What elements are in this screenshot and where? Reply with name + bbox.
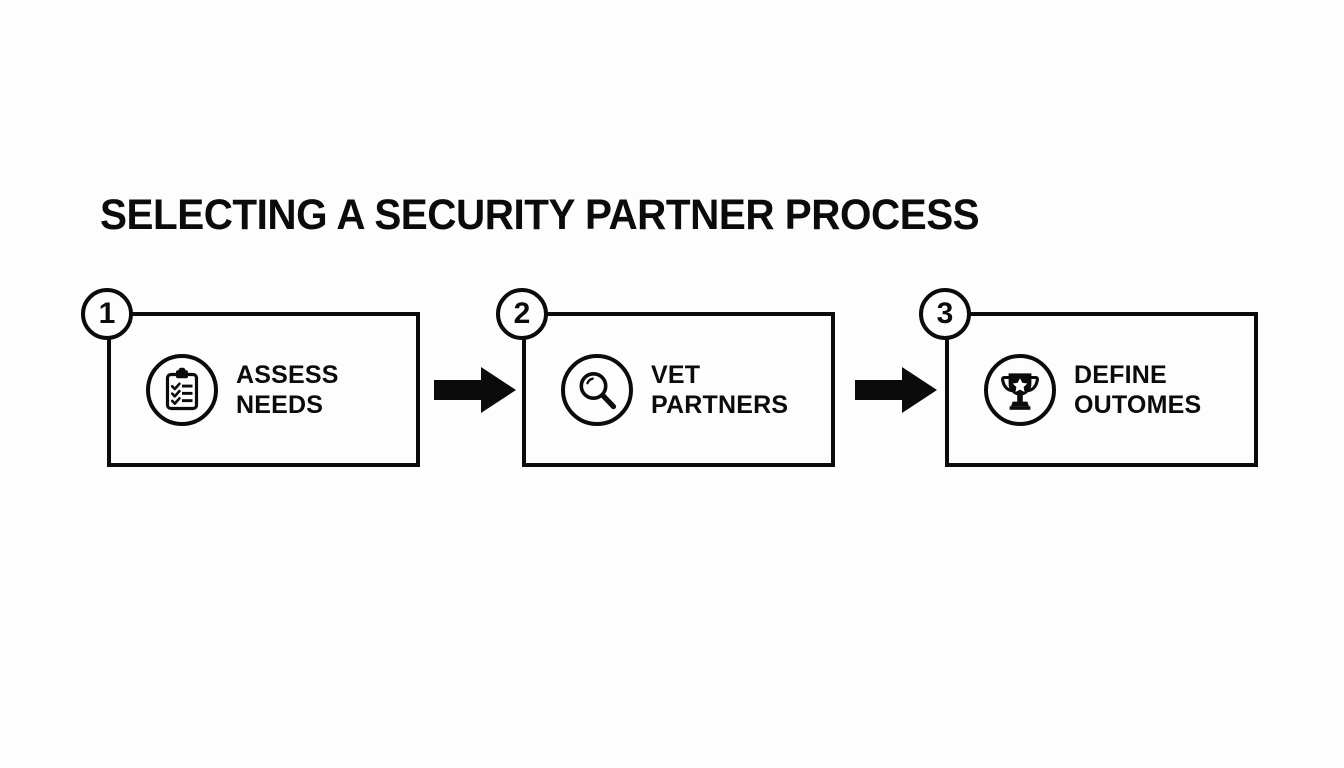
page-title: SELECTING A SECURITY PARTNER PROCESS — [100, 191, 980, 239]
step-number-badge-2: 2 — [496, 288, 548, 340]
arrow-right-icon — [434, 367, 516, 413]
step-number-badge-1: 1 — [81, 288, 133, 340]
step-label-2: VET PARTNERS — [651, 360, 789, 419]
step-content-1: ASSESS NEEDS — [146, 316, 339, 463]
step-card-3[interactable]: DEFINE OUTOMES — [945, 312, 1258, 467]
step-content-2: VET PARTNERS — [561, 316, 788, 463]
step-card-2[interactable]: VET PARTNERS — [522, 312, 835, 467]
step-label-1: ASSESS NEEDS — [236, 360, 339, 419]
step-content-3: DEFINE OUTOMES — [984, 316, 1201, 463]
clipboard-checklist-icon — [146, 353, 218, 426]
trophy-star-icon — [984, 353, 1056, 426]
step-number-badge-3: 3 — [919, 288, 971, 340]
step-label-3: DEFINE OUTOMES — [1074, 360, 1202, 419]
arrow-right-icon — [855, 367, 937, 413]
step-card-1[interactable]: ASSESS NEEDS — [107, 312, 420, 467]
magnifying-glass-icon — [561, 353, 633, 426]
